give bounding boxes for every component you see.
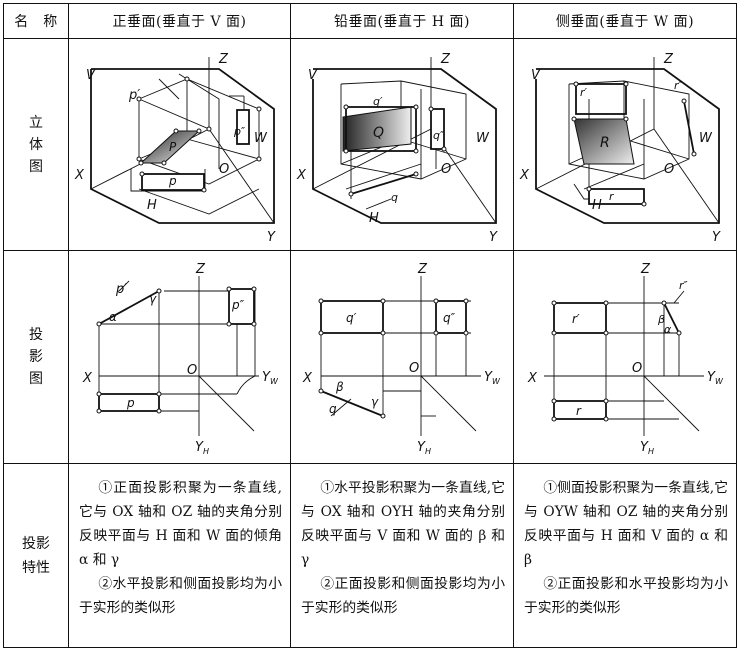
label-Z: Z [663, 52, 674, 67]
label-O: O [441, 162, 451, 177]
label-q-doubleprime: q″ [443, 311, 456, 325]
label-r: r [609, 190, 615, 203]
row-label-solid: 立体图 [3, 38, 69, 251]
solid-figure-P: V Z W X O H Y P p′ p″ p [68, 38, 291, 251]
label-X: X [296, 168, 307, 183]
label-W: W [254, 131, 268, 146]
label-Z: Z [195, 262, 206, 277]
properties-row: 投影特性 ①正面投影积聚为一条直线,它与 OX 轴和 OZ 轴的夹角分别反映平面… [3, 463, 737, 648]
label-YH: YH [640, 440, 654, 456]
label-Z: Z [640, 262, 651, 277]
label-X: X [74, 168, 85, 183]
solid-figure-row: 立体图 [3, 38, 737, 251]
label-YW: YW [707, 370, 724, 386]
row-label-projection: 投影图 [3, 250, 69, 464]
label-beta: β [335, 380, 344, 394]
label-W: W [476, 131, 490, 146]
label-H: H [369, 211, 379, 226]
header-frontal-plane: 正垂面(垂直于 V 面) [68, 3, 291, 39]
label-O: O [187, 363, 197, 378]
label-O: O [409, 361, 419, 376]
property-1: ①侧面投影积聚为一条直线,它与 OYW 轴和 OZ 轴的夹角分别反映平面与 H … [524, 480, 728, 568]
label-q: q [391, 191, 398, 204]
projection-table: 名 称 正垂面(垂直于 V 面) 铅垂面(垂直于 H 面) 侧垂面(垂直于 W … [3, 3, 737, 648]
projection-figure-P: Z X O YW YH p′ p″ p α γ [68, 250, 291, 464]
solid-figure-Q: V Z W X O H Y Q q′ q″ q [290, 38, 514, 251]
label-plane-Q: Q [373, 125, 384, 141]
row-label-properties: 投影特性 [3, 463, 69, 648]
properties-text-P: ①正面投影积聚为一条直线,它与 OX 轴和 OZ 轴的夹角分别反映平面与 H 面… [68, 463, 291, 648]
label-YH: YH [417, 440, 431, 456]
property-1: ①水平投影积聚为一条直线,它与 OX 轴和 OYH 轴的夹角分别反映平面与 V … [301, 480, 505, 568]
label-O: O [219, 162, 229, 177]
label-X: X [302, 371, 313, 386]
header-profile-plane: 侧垂面(垂直于 W 面) [513, 3, 737, 39]
label-V: V [308, 68, 318, 83]
label-YH: YH [195, 440, 209, 456]
label-r: r [576, 404, 582, 418]
header-horizontal-plane: 铅垂面(垂直于 H 面) [290, 3, 514, 39]
label-p-doubleprime: p″ [233, 125, 246, 138]
label-O: O [664, 162, 674, 177]
label-r-doubleprime: r″ [679, 279, 689, 292]
label-q-prime: q′ [346, 311, 357, 325]
label-r-doubleprime: r″ [674, 79, 684, 92]
label-X: X [519, 168, 530, 183]
label-r-prime: r′ [572, 312, 580, 326]
projection-diagram-Q: Z X O YW YH q′ q″ q β γ [302, 262, 501, 456]
label-V: V [531, 68, 541, 83]
projection-figure-Q: Z X O YW YH q′ q″ q β γ [290, 250, 514, 464]
label-YW: YW [262, 370, 279, 386]
label-p-prime: p′ [115, 282, 127, 297]
label-H: H [147, 198, 157, 213]
label-beta: β [657, 313, 665, 326]
header-name: 名 称 [3, 3, 69, 39]
label-plane-P: P [169, 140, 177, 154]
properties-text-R: ①侧面投影积聚为一条直线,它与 OYW 轴和 OZ 轴的夹角分别反映平面与 H … [513, 463, 737, 648]
label-Z: Z [440, 52, 451, 67]
label-H: H [592, 198, 602, 213]
projection-figure-R: Z X O YW YH r′ r″ r β α [513, 250, 737, 464]
projection-figure-row: 投影图 [3, 250, 737, 464]
label-V: V [86, 68, 96, 83]
label-X: X [82, 371, 93, 386]
label-alpha: α [664, 323, 672, 336]
label-W: W [699, 131, 713, 146]
label-Z: Z [218, 52, 229, 67]
projection-diagram-R: Z X O YW YH r′ r″ r β α [527, 262, 724, 456]
projection-diagram-P: Z X O YW YH p′ p″ p α γ [82, 262, 279, 456]
label-p: p [168, 174, 177, 188]
header-row: 名 称 正垂面(垂直于 V 面) 铅垂面(垂直于 H 面) 侧垂面(垂直于 W … [3, 3, 737, 39]
label-Y: Y [489, 230, 498, 245]
label-plane-R: R [600, 135, 610, 151]
label-q: q [329, 402, 337, 416]
property-1: ①正面投影积聚为一条直线,它与 OX 轴和 OZ 轴的夹角分别反映平面与 H 面… [79, 480, 282, 568]
label-X: X [527, 371, 538, 386]
label-gamma: γ [149, 292, 157, 306]
label-YW: YW [484, 370, 501, 386]
label-Z: Z [417, 262, 428, 277]
label-p: p [126, 396, 135, 410]
label-q-doubleprime: q″ [433, 129, 445, 142]
label-r-prime: r′ [580, 86, 588, 99]
pictorial-diagram-R: V Z W X O H Y R r′ r″ r [519, 52, 721, 245]
label-gamma: γ [371, 395, 379, 409]
label-q-prime: q′ [373, 95, 383, 108]
pictorial-diagram-Q: V Z W X O H Y Q q′ q″ q [296, 52, 498, 245]
property-2: ②正面投影和侧面投影均为小于实形的类似形 [301, 576, 505, 616]
solid-figure-R: V Z W X O H Y R r′ r″ r [513, 38, 737, 251]
property-2: ②正面投影和水平投影均为小于实形的类似形 [524, 576, 728, 616]
pictorial-diagram-P: V Z W X O H Y P p′ p″ p [74, 52, 276, 245]
label-alpha: α [109, 310, 117, 324]
label-Y: Y [267, 230, 276, 245]
property-2: ②水平投影和侧面投影均为小于实形的类似形 [79, 576, 282, 616]
label-O: O [632, 361, 642, 376]
label-Y: Y [712, 230, 721, 245]
properties-text-Q: ①水平投影积聚为一条直线,它与 OX 轴和 OYH 轴的夹角分别反映平面与 V … [290, 463, 514, 648]
label-p-doubleprime: p″ [231, 298, 245, 312]
